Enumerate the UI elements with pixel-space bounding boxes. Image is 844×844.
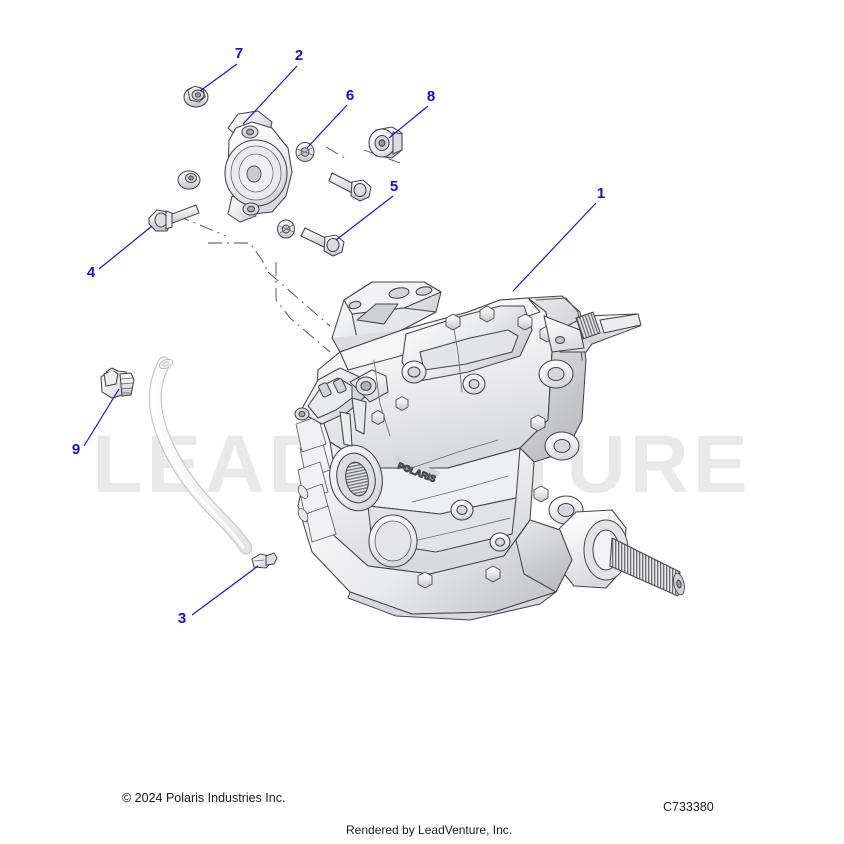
lock-washer-secondary xyxy=(277,219,295,239)
flange-bolt-short xyxy=(300,227,345,257)
copyright-text: © 2024 Polaris Industries Inc. xyxy=(122,791,286,805)
shift-selector-arm xyxy=(294,367,389,447)
flange-nut xyxy=(183,85,209,108)
callout-label-9[interactable]: 9 xyxy=(72,441,80,458)
vent-fitting xyxy=(100,367,135,399)
flange-nut-secondary xyxy=(177,170,201,190)
callout-leader-9 xyxy=(83,388,120,447)
flange-bolt-secondary xyxy=(328,172,372,202)
callout-label-7[interactable]: 7 xyxy=(235,45,243,62)
callout-label-2[interactable]: 2 xyxy=(295,47,303,64)
callout-label-3[interactable]: 3 xyxy=(178,610,186,627)
mount-isolator-bracket xyxy=(224,110,293,223)
lower-round-cover xyxy=(368,514,418,568)
callout-leader-3 xyxy=(191,565,259,616)
flange-bolt-long xyxy=(148,204,200,232)
callout-leader-8 xyxy=(388,105,429,139)
lock-washer xyxy=(295,142,315,162)
callout-leader-6 xyxy=(306,104,348,149)
rendered-by-text: Rendered by LeadVenture, Inc. xyxy=(346,823,513,837)
vent-hose xyxy=(148,356,253,555)
input-bearing-boss xyxy=(329,444,383,512)
callout-leader-1 xyxy=(512,202,597,292)
gearcase-assembly: POLARIS xyxy=(294,281,685,621)
hose-clamp xyxy=(251,552,278,569)
callout-leader-7 xyxy=(199,63,238,92)
case-cooling-ribs xyxy=(295,415,337,543)
shouldered-nut xyxy=(368,126,403,159)
callout-label-6[interactable]: 6 xyxy=(346,87,354,104)
upper-output-shaft xyxy=(555,311,642,353)
callout-label-8[interactable]: 8 xyxy=(427,88,435,105)
callout-label-5[interactable]: 5 xyxy=(390,178,398,195)
callout-leader-4 xyxy=(98,225,153,270)
case-bolt-bosses xyxy=(401,359,584,552)
lower-output-shaft xyxy=(557,509,685,597)
callout-leader-5 xyxy=(335,195,394,241)
callout-label-1[interactable]: 1 xyxy=(597,185,605,202)
callout-label-4[interactable]: 4 xyxy=(87,264,96,281)
diagram-part-number: C733380 xyxy=(663,800,714,814)
callout-layer: 1 2 3 4 5 6 7 8 9 xyxy=(72,45,605,627)
callout-leader-2 xyxy=(242,65,298,125)
